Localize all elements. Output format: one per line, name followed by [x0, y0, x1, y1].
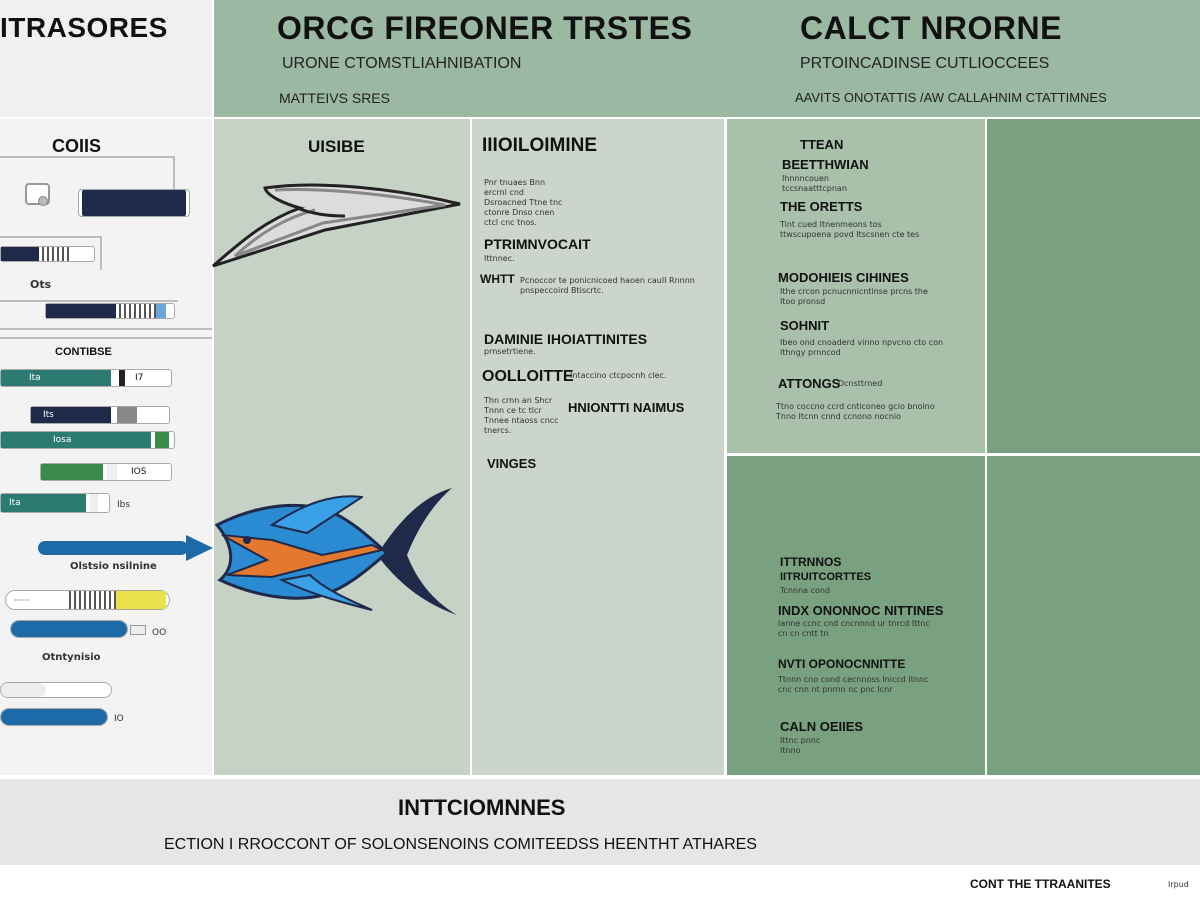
header-left-panel: [0, 0, 212, 117]
footer-corner-text: CONT THE TTRAANITES: [970, 877, 1111, 891]
header-left-title: ITRASORES: [0, 12, 168, 43]
wire-line: [0, 337, 212, 339]
wire-line: [0, 300, 178, 302]
right-desc: Ibeo ond cnoaderd vinno npvcno cto con I…: [780, 338, 944, 357]
right-bottom-far-panel: [987, 456, 1200, 775]
wire-line: [0, 328, 212, 330]
right-heading: INDX ONONNOC NITTINES: [778, 603, 944, 618]
right-heading: ITTRNNOS: [780, 555, 842, 569]
progress-pill-3[interactable]: Iosa: [0, 431, 175, 449]
visual-column-title: UISIBE: [308, 137, 365, 156]
pill-value: Ibs: [117, 500, 131, 510]
right-heading: TTEAN: [800, 137, 844, 152]
info-column-panel: [472, 119, 724, 775]
pill-label: Ita: [1, 370, 111, 386]
right-heading: THE ORETTS: [780, 199, 863, 214]
header-center-subtitle-2: MATTEIVS SRES: [279, 90, 390, 106]
header-center-panel: [214, 0, 1200, 117]
header-center-title: ORCG FIREONER TRSTES: [277, 10, 693, 46]
info-heading: VINGES: [487, 456, 537, 471]
footer-panel: [0, 779, 1200, 865]
left-section-title: COIIS: [52, 136, 102, 156]
right-top-far-panel: [987, 119, 1200, 453]
right-heading: ATTONGS: [778, 376, 841, 391]
wire-line: [173, 156, 175, 196]
wire-line: [100, 236, 102, 270]
footer-title: INTTCIOMNNES: [398, 795, 566, 820]
right-desc: Ihnnncouen tccsnaatttcpnan: [782, 174, 847, 193]
info-desc: Intaccino ctcpocnh clec.: [570, 371, 667, 380]
info-desc: Pnr tnuaes Bnn ercrnl cnd Dsroacned Ttne…: [484, 178, 563, 227]
pill-value: IO: [114, 714, 124, 724]
pill-label: Its: [31, 407, 111, 423]
header-center-subtitle: URONE CTOMSTLIAHNIBATION: [282, 55, 522, 72]
progress-pill-8[interactable]: [0, 682, 112, 698]
right-heading: IITRUITCORTTES: [780, 571, 872, 583]
info-heading: PTRIMNVOCAIT: [484, 236, 591, 252]
slider-knob[interactable]: [38, 196, 48, 206]
right-desc: Ttno coccno ccrd cnticoneo gcio bnoino T…: [776, 402, 935, 421]
wire-line: [0, 156, 175, 158]
info-column-title: IIIOILOIMINE: [482, 135, 598, 156]
bird-fish-emblem-icon: [212, 485, 462, 625]
progress-pill-7[interactable]: [10, 620, 128, 638]
header-right-subtitle: PRTOINCADINSE CUTLIOCCEES: [800, 55, 1050, 72]
progress-pill-1[interactable]: Ita I7: [0, 369, 172, 387]
footer-strip: [0, 865, 1200, 900]
arrow-right-icon: [38, 535, 213, 566]
header-right-title: CALCT NRORNE: [800, 10, 1062, 46]
info-desc: Ittnnec.: [484, 254, 515, 263]
info-heading: DAMINIE IHOIATTINITES: [484, 331, 648, 347]
info-heading: WHTT: [480, 272, 515, 286]
info-desc: prnsetrtiene.: [484, 347, 536, 356]
right-heading: CALN OEIIES: [780, 719, 864, 734]
right-heading: NVTI OPONOCNNITTE: [778, 657, 906, 671]
left-section-subtitle: CONTIBSE: [55, 346, 112, 358]
pill-value: OO: [152, 628, 167, 638]
control-bar-3[interactable]: [45, 303, 175, 319]
right-desc: Tint cued Itnenmeons tos ttwscupoena pov…: [780, 220, 920, 239]
right-heading: MODOHIEIS CIHINES: [778, 270, 909, 285]
header-right-subtitle-2: AAVITS ONOTATTIS /AW CALLAHNIM CTATTIMNE…: [795, 90, 1107, 105]
info-heading: OOLLOITTE: [482, 368, 574, 385]
wire-line: [0, 236, 102, 238]
right-desc: Ithe crcon pcnucnnicntinse prcns the Ito…: [780, 287, 928, 306]
visual-column-panel: [214, 119, 470, 775]
pill-value: IOS: [131, 467, 147, 477]
info-desc: Pcnoccor te ponicnicoed haoen caulI Rnnn…: [520, 276, 695, 295]
right-heading: SOHNIT: [780, 318, 830, 333]
label-ots: Ots: [30, 278, 52, 291]
right-desc: Ianne ccnc cnd cncnnnd ur tnrcd Ittnc cn…: [778, 619, 930, 638]
right-heading: BEETTHWIAN: [782, 157, 869, 172]
control-bar-1[interactable]: [78, 189, 190, 217]
progress-pill-9[interactable]: [0, 708, 108, 726]
pill-label: ······: [14, 595, 30, 605]
pill-label: Ita: [1, 494, 86, 512]
right-desc: Ittnc pnnc Itnno: [780, 736, 821, 755]
info-heading: HNIONTTI NAIMUS: [568, 400, 685, 415]
progress-pill-6[interactable]: ······: [5, 590, 170, 610]
lower-label: Olstsio nsilnine: [70, 561, 157, 572]
progress-pill-4[interactable]: IOS: [40, 463, 172, 481]
control-bar-2[interactable]: [0, 246, 95, 262]
progress-pill-2[interactable]: Its: [30, 406, 170, 424]
pill-label: Iosa: [1, 432, 151, 448]
footer-corner-small: Irpud: [1168, 880, 1189, 889]
right-desc: Ttnnn cno cond cecnnoss Iniccd Itnnc cnc…: [778, 675, 929, 694]
info-desc: Thn crnn an Shcr Tnnn ce tc tlcr Tnnee n…: [484, 396, 559, 435]
progress-pill-5[interactable]: Ita: [0, 493, 110, 513]
lower-label: Otntynisio: [42, 652, 101, 663]
right-desc: Tcnnna cond: [780, 586, 831, 595]
pill-value: I7: [135, 373, 144, 383]
footer-subtitle: ECTION I RROCCONT OF SOLONSENOINS COMITE…: [164, 836, 757, 853]
right-bottom-panel: [727, 456, 985, 775]
stepper-icon[interactable]: [130, 625, 146, 635]
right-top-panel: [727, 119, 985, 453]
right-desc: Dcnsttrned: [838, 379, 883, 388]
wing-blade-icon: [205, 178, 465, 278]
